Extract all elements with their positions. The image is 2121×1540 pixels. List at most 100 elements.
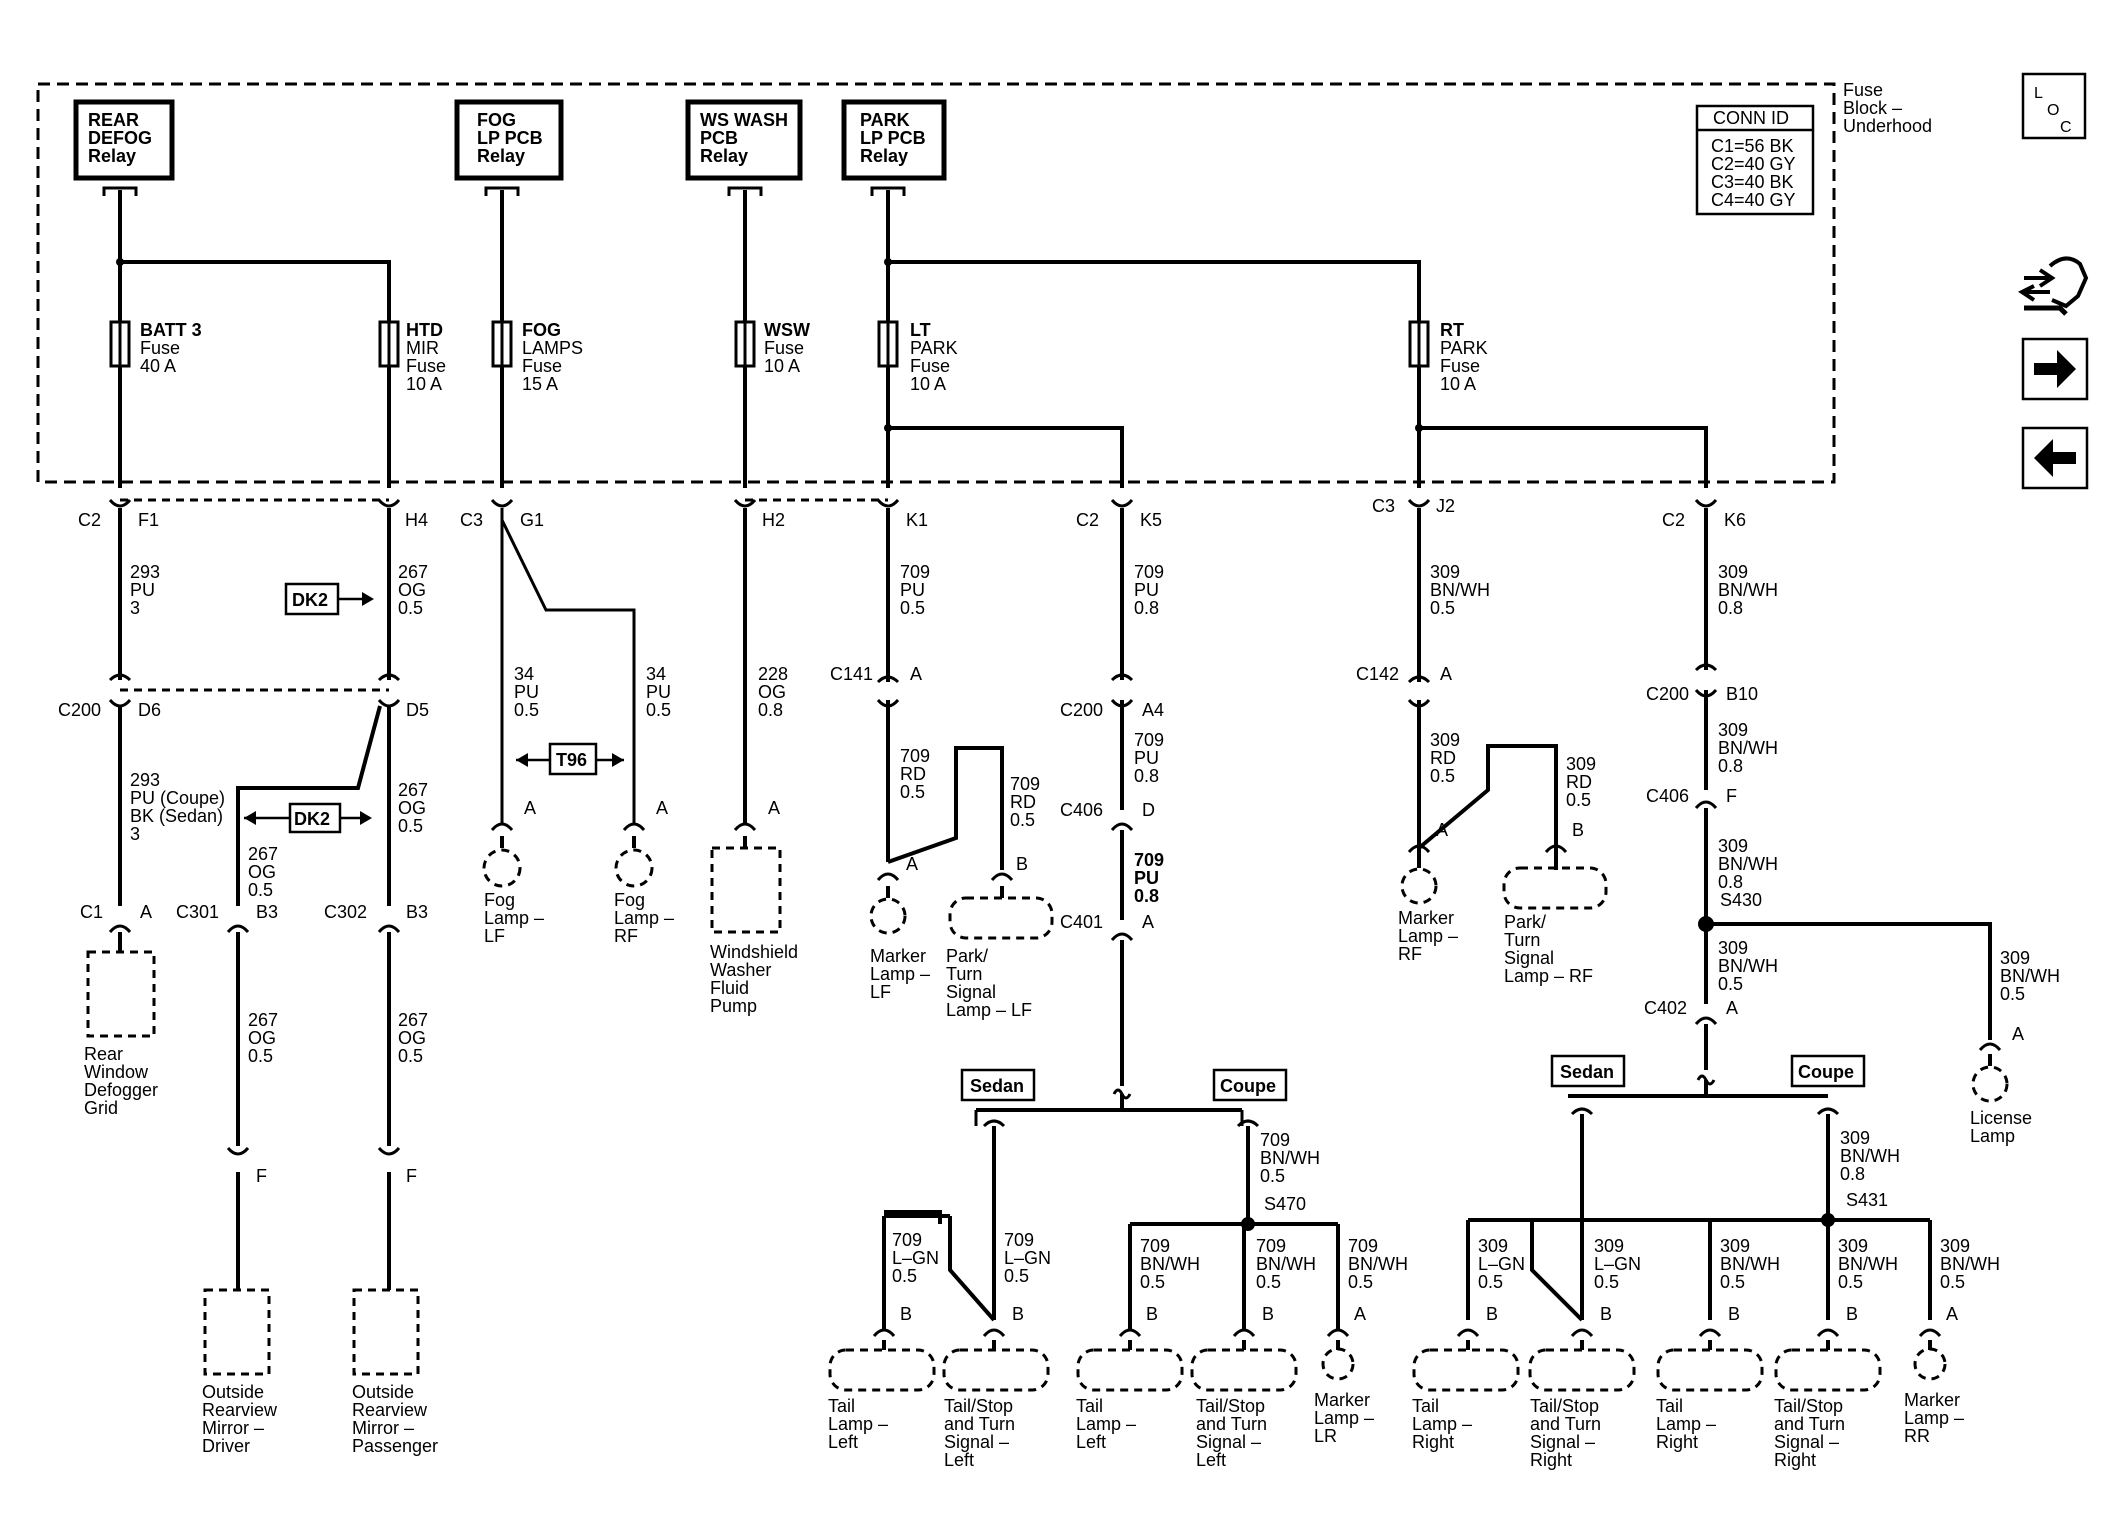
label-wires-w709-d-0: 709: [1134, 850, 1164, 870]
label-components-marker-rr-0: Marker: [1904, 1390, 1960, 1410]
label-wires-w709-bw2-1: BN/WH: [1256, 1254, 1316, 1274]
label-components-mirror-passenger-0: Outside: [352, 1382, 414, 1402]
label-wires-w709-k1-0: 709: [900, 562, 930, 582]
label-wires-w309-j2-0: 309: [1430, 562, 1460, 582]
label-components-tst-r-sedan-3: Right: [1530, 1450, 1572, 1470]
label-connectors-tst-r-sedan-b: B: [1600, 1304, 1612, 1324]
label-connectors-c200-d6-1: D6: [138, 700, 161, 720]
tail-stop-turn-right-coupe: [1774, 1348, 1882, 1392]
label-components-mirror-driver-1: Rearview: [202, 1400, 278, 1420]
label-wires-w267-mid-2: 0.5: [398, 816, 423, 836]
rear-window-defogger: [86, 950, 156, 1038]
connector-c2-label: C2: [78, 510, 101, 530]
label-fuses-lt-park-2: Fuse: [910, 356, 950, 376]
label-wires-w309-coupe-0: 309: [1840, 1128, 1870, 1148]
relay-ws-wash-pcb: WS WASH PCB Relay: [685, 99, 803, 181]
label-wires-w309-rd1-0: 309: [1430, 730, 1460, 750]
label-components-fog-rf-0: Fog: [614, 890, 645, 910]
connector-h2-label: H2: [762, 510, 785, 530]
connector-c3b-label: C3: [1372, 496, 1395, 516]
label-components-mirror-passenger-2: Mirror –: [352, 1418, 414, 1438]
label-components-tail-l-coupe-0: Tail: [1076, 1396, 1103, 1416]
tail-lamp-right-coupe: [1656, 1348, 1764, 1392]
label-wires-w709-k5-1: PU: [1134, 580, 1159, 600]
fuse-block-title-3: Underhood: [1843, 116, 1932, 136]
label-components-marker-lf-0: Marker: [870, 946, 926, 966]
label-wires-w309-k6-2: 0.8: [1718, 598, 1743, 618]
label-wires-w709-d-2: 0.8: [1134, 886, 1159, 906]
label-connectors-tl-r-sedan-b: B: [1486, 1304, 1498, 1324]
label-wires-w709-bw1-0: 709: [1140, 1236, 1170, 1256]
label-components-mirror-driver-2: Mirror –: [202, 1418, 264, 1438]
tail-lamp-right-sedan: [1412, 1348, 1520, 1392]
label-wires-w709-d-1: PU: [1134, 868, 1159, 888]
label-components-tail-r-sedan-1: Lamp –: [1412, 1414, 1472, 1434]
label-connectors-d5: D5: [406, 700, 429, 720]
label-components-washer-0: Windshield: [710, 942, 798, 962]
label-fuses-fog-0: FOG: [522, 320, 561, 340]
label-wires-w34-right-2: 0.5: [646, 700, 671, 720]
label-connectors-c1-a-1: A: [140, 902, 152, 922]
label-wires-w309-lgn1-2: 0.5: [1478, 1272, 1503, 1292]
relay-fog-lp-pcb: FOG LP PCB Relay: [454, 99, 564, 181]
connector-c3-label: C3: [460, 510, 483, 530]
label-wires-w34-right-0: 34: [646, 664, 666, 684]
label-relays-fog-0: FOG: [477, 110, 516, 130]
conn-id-title: CONN ID: [1713, 108, 1789, 128]
conn-id-row-4: C4=40 GY: [1711, 190, 1796, 210]
label-relays-park-2: Relay: [860, 146, 908, 166]
label-wires-w709-bw2-2: 0.5: [1256, 1272, 1281, 1292]
label-relays-fog-2: Relay: [477, 146, 525, 166]
label-components-tst-l-coupe-0: Tail/Stop: [1196, 1396, 1265, 1416]
next-arrow-icon[interactable]: [2021, 337, 2089, 401]
label-components-mirror-driver-0: Outside: [202, 1382, 264, 1402]
label-fuses-htd-mir-0: HTD: [406, 320, 443, 340]
fuse-batt3-label: BATT 3 Fuse 40 A: [140, 320, 202, 376]
dk2-ref-mid: DK2: [244, 802, 372, 834]
conn-id-row-1: C1=56 BK: [1711, 136, 1794, 156]
label-components-tst-r-coupe-2: Signal –: [1774, 1432, 1839, 1452]
label-components-park-rf-1: Turn: [1504, 930, 1540, 950]
prev-arrow-icon[interactable]: [2021, 426, 2089, 490]
label-wires-w309-lic-1: BN/WH: [2000, 966, 2060, 986]
label-components-tst-l-coupe-3: Left: [1196, 1450, 1226, 1470]
label-wires-w309-k6-1: BN/WH: [1718, 580, 1778, 600]
label-wires-w709-lgn1-2: 0.5: [892, 1266, 917, 1286]
fuse-block-title-2: Block –: [1843, 98, 1902, 118]
fuse-block-boundary: [36, 82, 1836, 484]
label-wires-w709-coupe-1: BN/WH: [1260, 1148, 1320, 1168]
component-icon[interactable]: [2018, 256, 2089, 316]
label-components-marker-lr-2: LR: [1314, 1426, 1337, 1446]
label-components-marker-rf-1: Lamp –: [1398, 926, 1458, 946]
label-components-marker-rf-2: RF: [1398, 944, 1422, 964]
label-components-tst-l-sedan-3: Left: [944, 1450, 974, 1470]
label-components-tst-r-sedan-2: Signal –: [1530, 1432, 1595, 1452]
label-wires-w709-bw3-1: BN/WH: [1348, 1254, 1408, 1274]
outside-mirror-passenger: [352, 1288, 420, 1376]
label-wires-w709-rd1-2: 0.5: [900, 782, 925, 802]
label-wires-w34-left-0: 34: [514, 664, 534, 684]
connector-k6-label: K6: [1724, 510, 1746, 530]
relay-park-lp-pcb: PARK LP PCB Relay: [841, 99, 947, 181]
label-wires-w309-j2-1: BN/WH: [1430, 580, 1490, 600]
label-components-tst-r-sedan-1: and Turn: [1530, 1414, 1601, 1434]
connector-f1-label: F1: [138, 510, 159, 530]
loc-icon[interactable]: L O C: [2021, 72, 2087, 140]
label-connectors-tl-r-coupe-b: B: [1728, 1304, 1740, 1324]
label-wires-w709-rd2-1: RD: [1010, 792, 1036, 812]
fog-lamp-rf: [614, 848, 654, 888]
label-connectors-c406-d-0: C406: [1060, 800, 1103, 820]
label-connectors-marker-rf-a: A: [1436, 820, 1448, 840]
label-wires-w309-bw3-0: 309: [1940, 1236, 1970, 1256]
label-components-mirror-driver-3: Driver: [202, 1436, 250, 1456]
label-fuses-batt3-2: 40 A: [140, 356, 176, 376]
label-connectors-c406-d-1: D: [1142, 800, 1155, 820]
conn-id-row-3: C3=40 BK: [1711, 172, 1794, 192]
label-wires-w267-pass-2: 0.5: [398, 1046, 423, 1066]
label-wires-w309-coupe-1: BN/WH: [1840, 1146, 1900, 1166]
label-options-coupe-right: Coupe: [1798, 1062, 1854, 1082]
label-wires-w309-b10-0: 309: [1718, 720, 1748, 740]
label-wires-w709-a4-0: 709: [1134, 730, 1164, 750]
label-fuses-rt-park-1: PARK: [1440, 338, 1488, 358]
fuse-rt-park-label: RT PARK Fuse 10 A: [1440, 320, 1488, 394]
